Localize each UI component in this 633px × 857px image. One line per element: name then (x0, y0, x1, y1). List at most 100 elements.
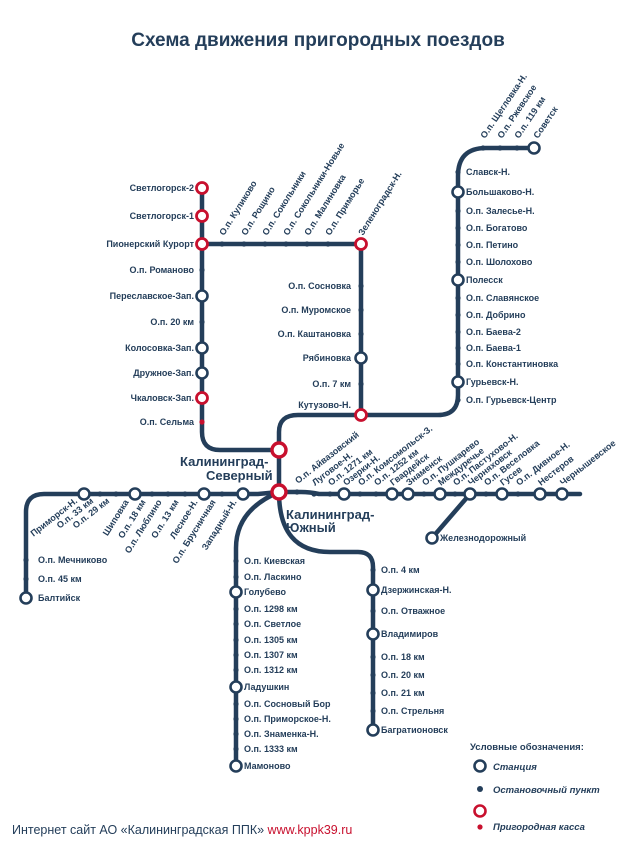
stop-km33 (97, 491, 103, 497)
station-pereslavskoe (195, 289, 209, 303)
label-pionersky: Пионерский Курорт (106, 239, 194, 249)
label-sosnovka: О.п. Сосновка (288, 281, 352, 291)
legend-ticket-office-stop-icon (477, 824, 483, 830)
stop-veselovka (483, 491, 489, 497)
label-chkalovsk: Чкаловск-Зап. (131, 393, 194, 403)
stop-km13 (182, 491, 188, 497)
legend-stop-icon (477, 786, 483, 792)
stop-rzhevskoe (497, 145, 503, 151)
label-muromskoe: О.п. Муромское (281, 305, 351, 315)
station-bagrationovsk (366, 723, 380, 737)
stop-konstantinovka (455, 361, 461, 367)
legend-stop: Остановочный пункт (493, 785, 600, 796)
label-vladimirov: Владимиров (381, 629, 439, 639)
label-bolshakovo: Большаково-Н. (466, 187, 534, 197)
label-km1333: О.п. 1333 км (244, 744, 298, 754)
label-km18s: О.п. 18 км (381, 652, 425, 662)
station-sovetsk (527, 141, 541, 155)
station-svetlogorsk1 (195, 209, 209, 223)
legend-ticket-office-station-icon (473, 804, 487, 818)
label-svetloe: О.п. Светлое (244, 619, 301, 629)
station-guryevsk (451, 375, 465, 389)
stations (19, 141, 569, 773)
legend-station-icon (473, 759, 487, 773)
label-strelnya: О.п. Стрельня (381, 706, 444, 716)
label-kashtanovka: О.п. Каштановка (278, 329, 352, 339)
station-pionersky (195, 237, 209, 251)
stop-shcheglovka (480, 145, 486, 151)
label-sosnovy-bor: О.п. Сосновый Бор (244, 699, 331, 709)
stop-brusnichnaya (219, 491, 225, 497)
label-mechnikovo: О.п. Мечниково (38, 555, 108, 565)
label-znamenka: О.п. Знаменка-Н. (244, 729, 319, 739)
stop-svetloe (233, 621, 239, 627)
station-kutuzovo (354, 408, 368, 422)
legend-title: Условные обозначения: (470, 742, 584, 753)
stop-petino (455, 242, 461, 248)
stop-lugovoe (311, 491, 317, 497)
stop-strelnya (370, 708, 376, 714)
station-kaliningrad-yuzhny (270, 483, 288, 501)
label-dzerzhinskaya: Дзержинская-Н. (381, 585, 452, 595)
station-gusev (495, 487, 509, 501)
stop-komsomolsk (357, 491, 363, 497)
stop-baeva2 (455, 329, 461, 335)
label-sholokhovo: О.п. Шолохово (466, 257, 533, 267)
station-ozerki (337, 487, 351, 501)
stop-muromskoe (358, 307, 364, 313)
label-baeva1: О.п. Баева-1 (466, 343, 521, 353)
station-mamonovo (229, 759, 243, 773)
label-ryabinovka: Рябиновка (303, 353, 352, 363)
label-otvazhnoe: О.п. Отважное (381, 606, 445, 616)
stop-laskino (233, 574, 239, 580)
stop-km7 (358, 381, 364, 387)
line-svetlogorsk (199, 185, 281, 453)
stop-km1271 (327, 491, 333, 497)
station-shipovka (128, 487, 142, 501)
stop-km119 (514, 145, 520, 151)
footer-link[interactable]: www.kppk39.ru (267, 823, 353, 837)
stop-sokolniki-new (283, 241, 289, 247)
stop-slavsk (455, 169, 461, 175)
page-title: Схема движения пригородных поездов (131, 30, 505, 51)
stop-km18s (370, 654, 376, 660)
stop-roshino (241, 241, 247, 247)
label-km20s: О.п. 20 км (381, 670, 425, 680)
label-ladushkin: Ладушкин (244, 682, 289, 692)
stop-sosnovka (358, 283, 364, 289)
stop-zalesye (455, 208, 461, 214)
station-kaliningrad-severny (270, 441, 288, 459)
station-druzhnoe (195, 366, 209, 380)
label-kutuzovo: Кутузово-Н. (298, 400, 351, 410)
label-zheleznodorozhny: Железнодорожный (439, 533, 526, 543)
stop-slavyanskoe (455, 295, 461, 301)
label-druzhnoe: Дружное-Зап. (133, 368, 194, 378)
stop-pastukhovo (452, 491, 458, 497)
label-dobrino: О.п. Добрино (466, 310, 526, 320)
station-bolshakovo (451, 185, 465, 199)
label-laskino: О.п. Ласкино (244, 572, 302, 582)
stop-km20 (199, 319, 205, 325)
label-bogatovo: О.п. Богатово (466, 223, 528, 233)
label-slavsk: Славск-Н. (466, 167, 510, 177)
line-baltiysk (23, 489, 282, 601)
stop-km45 (23, 576, 29, 582)
stop-dobrino (455, 312, 461, 318)
stop-sholokhovo (455, 259, 461, 265)
stop-primorskoe (233, 716, 239, 722)
station-mezhdurechye (433, 487, 447, 501)
stop-km21 (370, 690, 376, 696)
station-lesnoe (197, 487, 211, 501)
stop-km20s (370, 672, 376, 678)
label-km4: О.п. 4 км (381, 565, 420, 575)
stop-romanovo (199, 267, 205, 273)
stop-kievskaya (233, 558, 239, 564)
label-baeva2: О.п. Баева-2 (466, 327, 521, 337)
label-kolosovka: Колосовка-Зап. (125, 343, 194, 353)
stop-otvazhnoe (370, 608, 376, 614)
stop-kashtanovka (358, 331, 364, 337)
label-km7: О.п. 7 км (312, 379, 351, 389)
label-svetlogorsk1: Светлогорск-1 (130, 211, 194, 221)
label-slavyanskoe: О.п. Славянское (466, 293, 539, 303)
